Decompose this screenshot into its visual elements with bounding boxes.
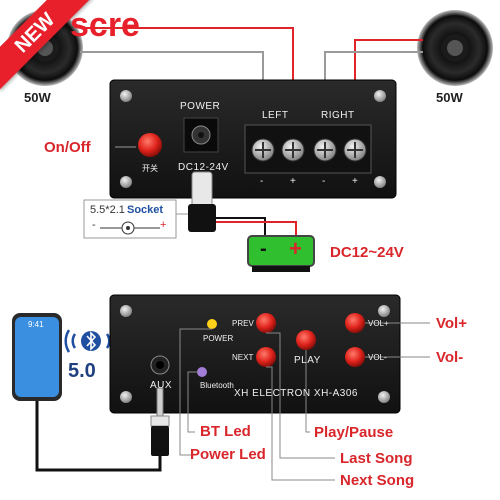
battery-minus: - — [260, 238, 267, 261]
vol-up-button[interactable] — [345, 313, 365, 333]
volp-label: VOL+ — [368, 319, 389, 328]
power-led-callout: Power Led — [190, 446, 266, 463]
last-song-callout: Last Song — [340, 450, 413, 467]
battery-icon — [248, 236, 314, 272]
socket-minus: - — [92, 219, 96, 231]
terminal-sign-2: + — [290, 176, 296, 187]
next-song-callout: Next Song — [340, 472, 414, 489]
socket-size: 5.5*2.1 — [90, 204, 125, 216]
speaker-left-watt: 50W — [24, 90, 51, 105]
bt-version: 5.0 — [68, 360, 96, 383]
power-label: POWER — [180, 101, 220, 112]
bt-led-callout: BT Led — [200, 423, 251, 440]
logo-fragment: scre — [70, 6, 140, 45]
dc-label: DC12-24V — [178, 162, 229, 173]
speaker-right-watt: 50W — [436, 90, 463, 105]
aux-label: AUX — [150, 380, 172, 391]
terminal-sign-3: - — [322, 176, 326, 187]
terminal-sign-1: - — [260, 176, 264, 187]
terminal-sign-4: + — [352, 176, 358, 187]
vol-minus-callout: Vol- — [436, 349, 463, 366]
prev-label: PREV — [232, 319, 254, 328]
speaker-right-icon — [417, 10, 493, 86]
play-label: PLAY — [294, 355, 321, 366]
brand-label: XH ELECTRON XH-A306 — [234, 388, 358, 399]
dc-plug — [188, 172, 216, 232]
right-label: RIGHT — [321, 110, 355, 121]
switch-text: 开关 — [142, 163, 158, 174]
bluetooth-led-label: Bluetooth — [200, 381, 234, 390]
power-led-label: POWER — [203, 334, 233, 343]
volm-label: VOL- — [368, 353, 387, 362]
next-label: NEXT — [232, 353, 253, 362]
play-pause-callout: Play/Pause — [314, 424, 393, 441]
play-button[interactable] — [296, 330, 316, 350]
onoff-callout: On/Off — [44, 139, 91, 156]
bluetooth-icon — [66, 330, 117, 352]
dc-range-callout: DC12~24V — [330, 244, 404, 261]
left-label: LEFT — [262, 110, 288, 121]
prev-button[interactable] — [256, 313, 276, 333]
battery-plus: + — [289, 236, 302, 262]
vol-plus-callout: Vol+ — [436, 315, 467, 332]
phone-time: 9:41 — [28, 320, 44, 329]
next-button[interactable] — [256, 347, 276, 367]
bluetooth-led — [197, 367, 207, 377]
socket-word: Socket — [127, 204, 163, 216]
power-led — [207, 319, 217, 329]
socket-plus: + — [160, 219, 166, 231]
vol-down-button[interactable] — [345, 347, 365, 367]
power-switch-button[interactable] — [138, 133, 162, 157]
